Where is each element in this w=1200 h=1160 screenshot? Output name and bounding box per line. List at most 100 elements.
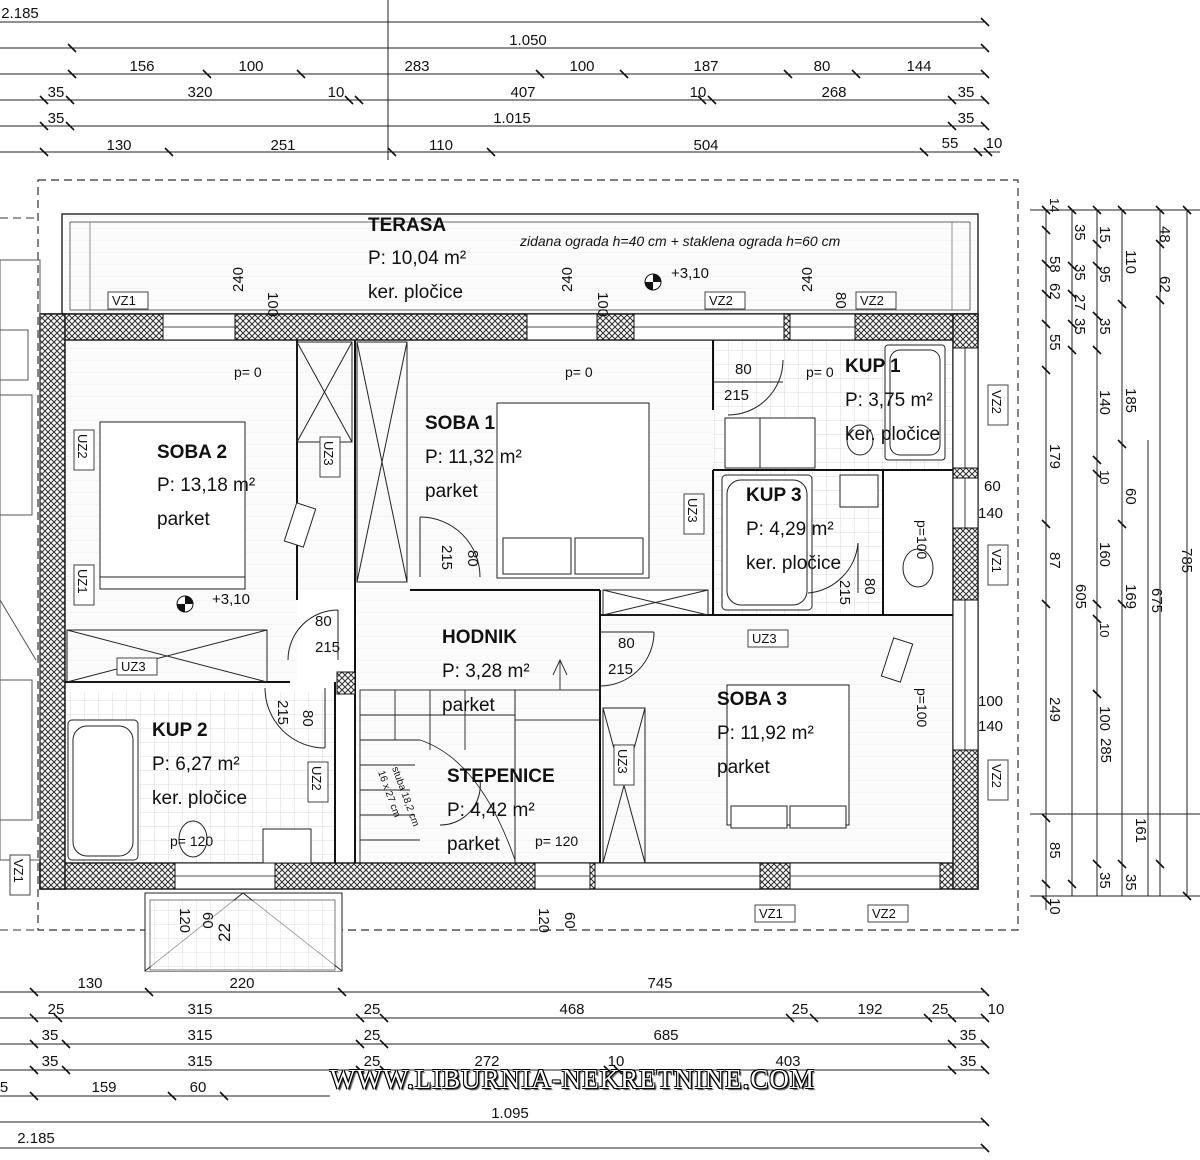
tag-text: UZ3 xyxy=(321,441,336,466)
room-area: P: 13,18 m² xyxy=(157,475,255,496)
column xyxy=(336,671,356,695)
top-dimension-ticks xyxy=(39,17,993,157)
opening-dimensions: 240 100 240 100 240 80 80 215 80 215 80 … xyxy=(176,267,1003,942)
tag-text: VZ1 xyxy=(112,293,136,308)
tag-text: VZ2 xyxy=(989,764,1004,788)
level-markers xyxy=(176,273,662,613)
dim-text: 140 xyxy=(978,505,1003,522)
dim-text: 144 xyxy=(906,58,931,75)
sill-text: p=100 xyxy=(914,520,930,560)
dim-text: 100 xyxy=(1096,706,1113,731)
dim-text: 272 xyxy=(474,1053,499,1070)
room-name: KUP 3 xyxy=(746,485,802,506)
dim-text: 62 xyxy=(1156,276,1173,293)
sill-text: p= 0 xyxy=(234,364,262,380)
sill-text: p= 120 xyxy=(170,833,213,849)
room-kup-2: KUP 2 P: 6,27 m² ker. pločice xyxy=(152,720,247,809)
dim-text: 110 xyxy=(1122,250,1139,274)
tag-text: VZ2 xyxy=(872,906,896,921)
dim-text: 60 xyxy=(1122,488,1139,505)
room-name: SOBA 1 xyxy=(425,413,495,434)
dim-text: 35 xyxy=(958,84,975,101)
dim-text: 285 xyxy=(1097,738,1114,763)
dim-text: 120 xyxy=(535,908,552,933)
dim-text: 85 xyxy=(1046,842,1063,859)
dim-text: 240 xyxy=(799,267,816,292)
dim-text: 14 xyxy=(1047,198,1062,212)
dim-text: 95 xyxy=(1096,266,1113,283)
room-floor: parket xyxy=(717,757,771,778)
room-labels: TERASA P: 10,04 m² ker. pločice SOBA 2 P… xyxy=(152,215,940,855)
staircase xyxy=(359,658,601,865)
dim-text: 110 xyxy=(429,137,453,154)
dim-text: 140 xyxy=(1096,390,1113,415)
dim-text: 100 xyxy=(569,58,594,75)
dim-text: 315 xyxy=(187,1027,212,1044)
room-name: HODNIK xyxy=(442,627,517,648)
dim-text: 10 xyxy=(608,1053,625,1070)
dim-text: 169 xyxy=(1122,584,1139,609)
dim-text: 10 xyxy=(1097,623,1112,637)
dim-text: 10 xyxy=(988,1001,1005,1018)
room-soba-1: SOBA 1 P: 11,32 m² parket xyxy=(425,413,522,502)
room-floor: parket xyxy=(425,481,479,502)
sill-text: p= 0 xyxy=(565,364,593,380)
window-tags: VZ1 VZ2 VZ2 VZ2 VZ1 VZ2 VZ1 VZ1 VZ2 xyxy=(9,291,1009,923)
dim-text: 407 xyxy=(510,84,535,101)
tag-text: UZ1 xyxy=(75,569,90,594)
tag-text: VZ1 xyxy=(11,859,26,883)
dim-text: 10 xyxy=(690,84,707,101)
right-dimension-lines xyxy=(1030,209,1200,910)
sill-labels: p= 0 p= 0 p= 0 p= 120 p= 120 p=100 p=100 xyxy=(170,364,930,849)
dim-text: 2.185 xyxy=(17,1130,55,1147)
dim-text: 1.050 xyxy=(509,32,547,49)
dim-text: 215 xyxy=(274,700,291,725)
dim-text: 120 xyxy=(176,908,193,933)
dim-text: 100 xyxy=(238,58,263,75)
top-dimension-texts: 2.185 1.050 156 100 283 100 187 80 144 3… xyxy=(1,5,1002,154)
dim-text: 35 xyxy=(42,1027,59,1044)
room-floor: ker. pločice xyxy=(746,553,841,574)
level-text: +3,10 xyxy=(212,591,250,608)
dim-text: 100 xyxy=(264,292,281,317)
dim-text: 35 xyxy=(960,1053,977,1070)
dim-text: 215 xyxy=(608,661,633,678)
dim-text: 160 xyxy=(1096,542,1113,567)
tag-text: UZ3 xyxy=(121,659,146,674)
dim-text: 35 xyxy=(960,1027,977,1044)
dim-text: 185 xyxy=(1122,388,1139,413)
room-area: P: 6,27 m² xyxy=(152,754,240,775)
door-tags: UZ2 UZ1 UZ3 UZ3 UZ3 UZ3 UZ3 UZ2 xyxy=(73,429,789,803)
dim-text: 25 xyxy=(364,1027,381,1044)
dim-text: 25 xyxy=(792,1001,809,1018)
dim-text: 1.095 xyxy=(491,1105,529,1122)
room-floor: parket xyxy=(157,509,211,530)
dim-text: 192 xyxy=(857,1001,882,1018)
dim-text: 315 xyxy=(187,1053,212,1070)
dim-text: 187 xyxy=(693,58,718,75)
dim-text: 785 xyxy=(1178,548,1195,573)
room-name: KUP 2 xyxy=(152,720,208,741)
terrace xyxy=(61,213,979,315)
dim-text: 48 xyxy=(1156,226,1173,243)
room-area: P: 10,04 m² xyxy=(368,248,466,269)
dim-text: 80 xyxy=(315,613,332,630)
dim-text: 675 xyxy=(1148,588,1165,613)
room-area: P: 4,42 m² xyxy=(447,800,535,821)
dim-text: 215 xyxy=(315,639,340,656)
dim-text: 100 xyxy=(978,693,1003,710)
dim-text: 87 xyxy=(1046,552,1063,569)
dim-text: 504 xyxy=(693,137,718,154)
room-terasa: TERASA P: 10,04 m² ker. pločice xyxy=(368,215,466,303)
sill-text: p= 0 xyxy=(806,364,834,380)
room-floor: ker. pločice xyxy=(152,788,247,809)
dim-text: 35 xyxy=(1122,874,1139,891)
terrace-railing-note: zidana ograda h=40 cm + staklena ograda … xyxy=(519,233,841,249)
room-name: KUP 1 xyxy=(845,356,901,377)
dim-text: 35 xyxy=(42,1053,59,1070)
bottom-dimension-ticks xyxy=(29,987,990,1153)
roof-outline xyxy=(37,179,1019,931)
dim-text: 685 xyxy=(653,1027,678,1044)
sill-text: p=100 xyxy=(914,688,930,728)
